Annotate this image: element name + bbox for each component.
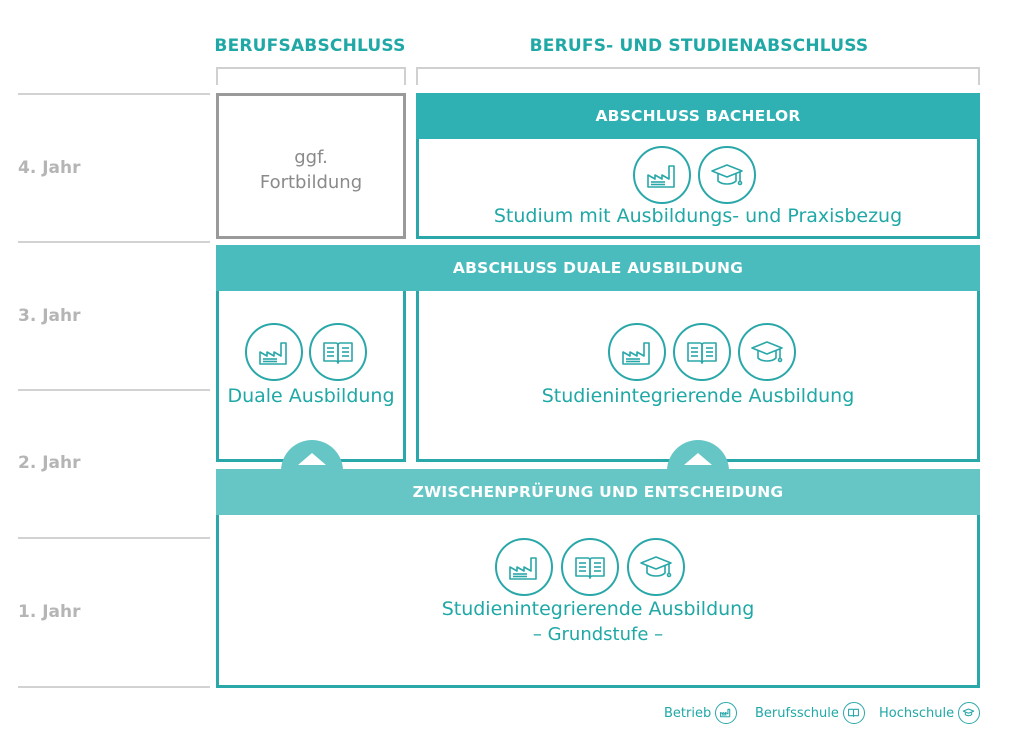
year-divider bbox=[18, 537, 210, 539]
book-icon bbox=[561, 538, 619, 596]
year-label-1: 1. Jahr bbox=[18, 602, 81, 622]
legend-berufsschule: Berufsschule bbox=[755, 702, 865, 724]
year-divider bbox=[18, 389, 210, 391]
header-berufs-und-studienabschluss: BERUFS- UND STUDIENABSCHLUSS bbox=[529, 36, 869, 56]
factory-icon bbox=[633, 146, 691, 204]
year-label-2: 2. Jahr bbox=[18, 453, 81, 473]
bachelor-bar: ABSCHLUSS BACHELOR bbox=[416, 93, 980, 139]
legend-hochschule-label: Hochschule bbox=[879, 705, 955, 721]
bracket-berufs-und-studienabschluss bbox=[416, 67, 980, 85]
legend-berufsschule-label: Berufsschule bbox=[755, 705, 839, 721]
duale-left-text: Duale Ausbildung bbox=[227, 385, 395, 407]
bracket-berufsabschluss bbox=[216, 67, 406, 85]
factory-icon bbox=[495, 538, 553, 596]
legend-betrieb: Betrieb bbox=[664, 702, 738, 724]
graduation-cap-icon bbox=[958, 702, 981, 724]
fortbildung-line1: ggf. bbox=[294, 147, 328, 168]
fortbildung-line2: Fortbildung bbox=[259, 172, 363, 193]
graduation-cap-icon bbox=[698, 146, 756, 204]
book-icon bbox=[309, 323, 367, 381]
header-berufsabschluss: BERUFSABSCHLUSS bbox=[214, 36, 406, 56]
year-divider bbox=[18, 241, 210, 243]
zwischen-text-line2: – Grundstufe – bbox=[532, 624, 664, 645]
graduation-cap-icon bbox=[627, 538, 685, 596]
book-icon bbox=[842, 702, 865, 724]
year-divider bbox=[18, 93, 210, 95]
bachelor-text: Studium mit Ausbildungs- und Praxisbezug bbox=[493, 205, 903, 227]
factory-icon bbox=[608, 323, 666, 381]
graduation-cap-icon bbox=[738, 323, 796, 381]
zwischen-bar: ZWISCHENPRÜFUNG UND ENTSCHEIDUNG bbox=[216, 469, 980, 515]
legend-hochschule: Hochschule bbox=[879, 702, 981, 724]
factory-icon bbox=[245, 323, 303, 381]
duale-right-text: Studienintegrierende Ausbildung bbox=[541, 385, 855, 407]
year-divider bbox=[18, 686, 210, 688]
book-icon bbox=[673, 323, 731, 381]
duale-bar: ABSCHLUSS DUALE AUSBILDUNG bbox=[216, 245, 980, 291]
legend-betrieb-label: Betrieb bbox=[664, 705, 712, 721]
zwischen-text-line1: Studienintegrierende Ausbildung bbox=[441, 598, 755, 620]
year-label-3: 3. Jahr bbox=[18, 306, 81, 326]
year-label-4: 4. Jahr bbox=[18, 158, 81, 178]
fortbildung-box bbox=[216, 93, 406, 239]
factory-icon bbox=[715, 702, 738, 724]
